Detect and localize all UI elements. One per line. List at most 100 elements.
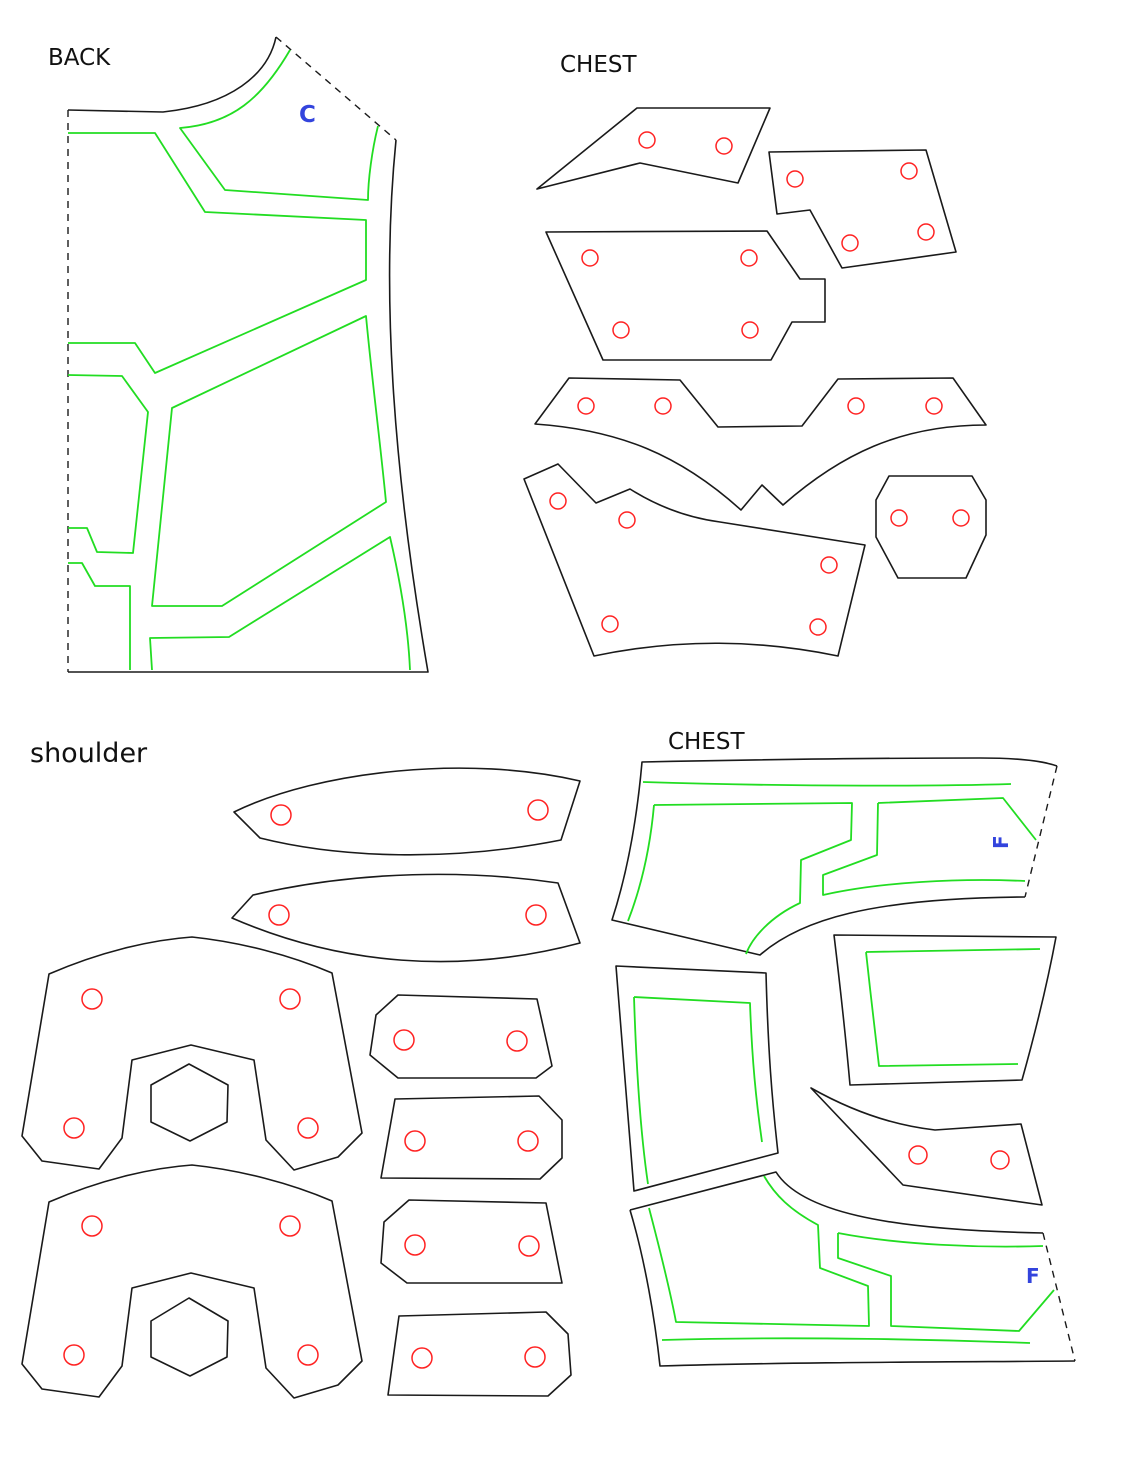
section-label-chest-bottom: CHEST — [668, 729, 745, 755]
hole — [279, 1215, 301, 1237]
chest-right-panel-detail — [865, 948, 1041, 1067]
chest-piece-1-outline — [536, 107, 771, 190]
hole — [404, 1130, 426, 1152]
shoulder-tab-1-outline — [369, 994, 553, 1079]
hole — [715, 137, 733, 155]
chest-upper-panel: F — [611, 757, 1058, 956]
shoulder-tab-1 — [369, 994, 553, 1079]
chest-lower-panel-outline — [629, 1171, 1076, 1367]
shoulder-plate-1-hex-hole — [150, 1063, 229, 1142]
shoulder-strip-1 — [233, 767, 581, 856]
shoulder-pieces — [21, 767, 581, 1399]
hole — [990, 1150, 1010, 1170]
chest-upper-panel-fold-line — [1024, 765, 1058, 898]
hole — [612, 321, 630, 339]
hole — [577, 397, 595, 415]
hole — [601, 615, 619, 633]
shoulder-plate-2-outline — [21, 1164, 363, 1399]
shoulder-tab-3 — [380, 1199, 563, 1284]
hole — [404, 1234, 426, 1256]
back-detail-collar — [179, 49, 379, 201]
chest-bottom-pieces: F F — [611, 757, 1076, 1367]
hole — [786, 170, 804, 188]
back-detail-lower-left — [68, 562, 131, 670]
section-label-back: BACK — [48, 45, 111, 71]
hole — [809, 618, 827, 636]
hole — [63, 1344, 85, 1366]
shoulder-plate-1-outline — [21, 936, 363, 1171]
shoulder-strip-2 — [231, 873, 581, 963]
shoulder-plate-2-hex-hole — [150, 1297, 229, 1377]
hole — [524, 1346, 546, 1368]
hole — [527, 799, 549, 821]
chest-piece-5-outline — [523, 463, 866, 657]
hole — [81, 1215, 103, 1237]
hole — [411, 1347, 433, 1369]
hole — [506, 1030, 528, 1052]
hole — [618, 511, 636, 529]
hole — [549, 492, 567, 510]
section-label-shoulder: shoulder — [30, 738, 148, 769]
hole — [279, 988, 301, 1010]
chest-piece-3-outline — [545, 230, 826, 361]
shoulder-strip-2-outline — [231, 873, 581, 963]
chest-piece-6 — [875, 475, 987, 579]
chest-piece-4 — [534, 377, 987, 511]
back-detail-lines — [67, 49, 411, 671]
chest-left-panel — [615, 965, 779, 1192]
hole — [952, 509, 970, 527]
back-detail-left-panel — [67, 374, 149, 554]
chest-piece-3 — [545, 230, 826, 361]
hole — [268, 904, 290, 926]
chest-piece-1 — [536, 107, 771, 190]
chest-lower-panel-fold-line — [1042, 1232, 1076, 1362]
chest-upper-detail-top — [642, 781, 1012, 787]
chest-left-panel-detail — [633, 996, 763, 1185]
hole — [638, 131, 656, 149]
chest-upper-marker-f: F — [989, 835, 1013, 849]
back-piece: C — [67, 36, 429, 673]
back-fold-line-top — [275, 36, 397, 141]
hole — [63, 1117, 85, 1139]
hole — [270, 804, 292, 826]
hole — [847, 397, 865, 415]
back-detail-lower-right — [149, 536, 411, 671]
hole — [525, 904, 547, 926]
chest-lower-marker-f: F — [1026, 1264, 1040, 1288]
hole — [81, 988, 103, 1010]
hole — [581, 249, 599, 267]
hole — [925, 397, 943, 415]
chest-piece-4-outline — [534, 377, 987, 511]
chest-piece-6-outline — [875, 475, 987, 579]
back-detail-center-panel — [151, 315, 387, 607]
shoulder-tab-4 — [387, 1311, 572, 1397]
back-marker-c: C — [299, 102, 316, 128]
chest-upper-detail-right — [822, 797, 1037, 896]
hole — [890, 509, 908, 527]
back-outline — [67, 36, 429, 673]
hole — [297, 1117, 319, 1139]
chest-right-panel — [833, 934, 1057, 1086]
hole — [908, 1145, 928, 1165]
shoulder-tab-2 — [380, 1095, 563, 1180]
section-label-chest-top: CHEST — [560, 52, 637, 78]
hole — [517, 1130, 539, 1152]
chest-left-panel-outline — [615, 965, 779, 1192]
chest-right-panel-outline — [833, 934, 1057, 1086]
hole — [654, 397, 672, 415]
chest-piece-2 — [768, 149, 957, 269]
hole — [820, 556, 838, 574]
hole — [917, 223, 935, 241]
chest-upper-detail-left — [627, 802, 853, 955]
chest-upper-panel-outline — [611, 757, 1058, 956]
shoulder-plate-2 — [21, 1164, 363, 1399]
chest-small-piece — [810, 1087, 1043, 1206]
chest-top-pieces — [523, 107, 987, 657]
shoulder-tab-3-outline — [380, 1199, 563, 1284]
shoulder-tab-4-outline — [387, 1311, 572, 1397]
chest-lower-panel: F — [629, 1171, 1076, 1367]
chest-small-piece-outline — [810, 1087, 1043, 1206]
hole — [741, 321, 759, 339]
shoulder-plate-1 — [21, 936, 363, 1171]
